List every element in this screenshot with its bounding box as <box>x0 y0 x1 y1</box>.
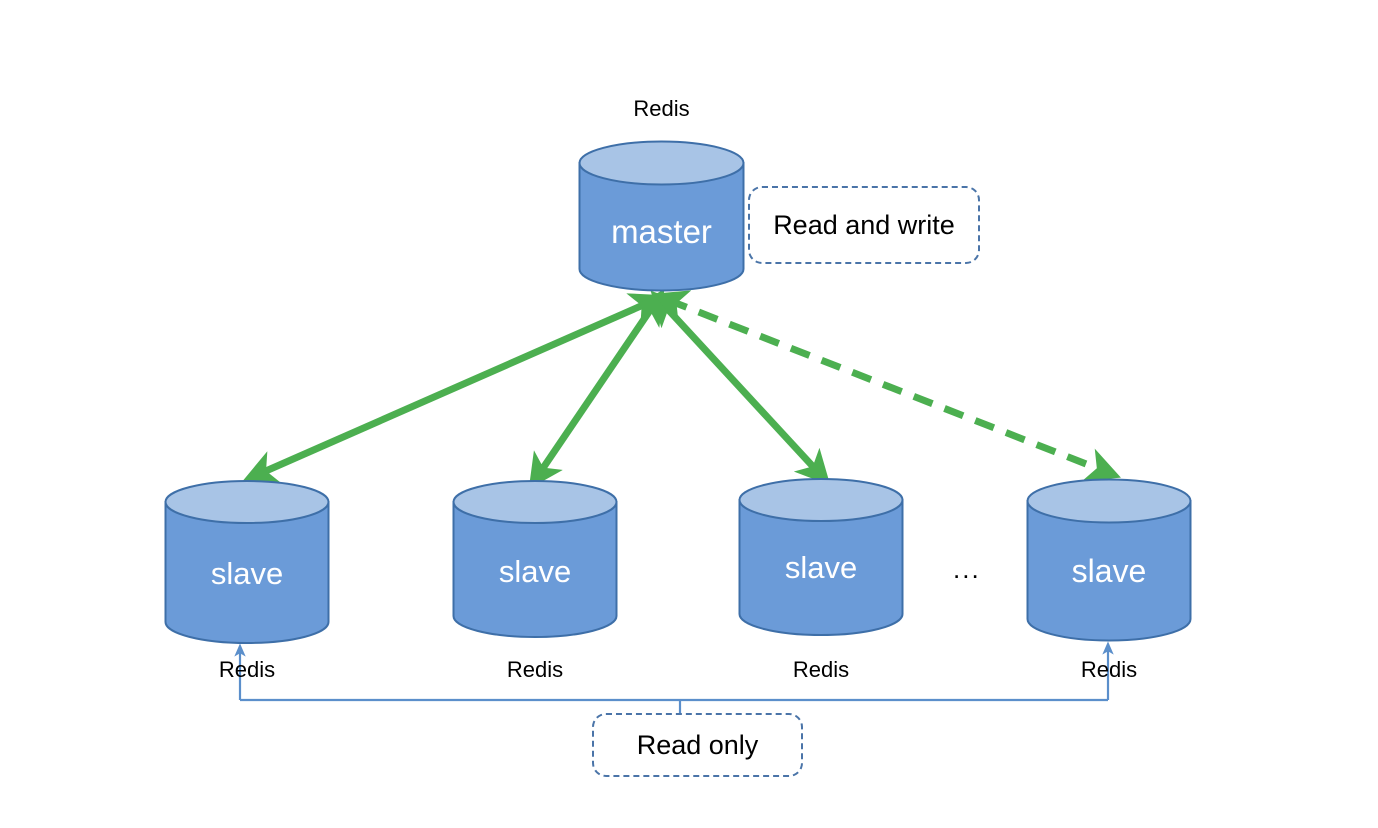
slave-caption-4: Redis <box>1080 657 1138 682</box>
database-cylinder-icon <box>1026 478 1192 642</box>
more-slaves-ellipsis: ... <box>953 554 981 584</box>
replication-link-slave-4 <box>652 290 1121 482</box>
master-caption: Redis <box>633 96 690 121</box>
database-cylinder-icon <box>164 480 330 644</box>
slave-node-3-label: slave <box>784 550 858 585</box>
master-access-callout: Read and write <box>748 186 980 264</box>
slave-node-2-label: slave <box>498 554 572 589</box>
master-node-label: master <box>611 213 712 250</box>
slave-node-3[interactable]: slave <box>738 478 904 637</box>
slave-caption-3: Redis <box>792 657 850 682</box>
slave-access-callout: Read only <box>592 713 803 777</box>
slave-caption-2: Redis <box>506 657 564 682</box>
database-cylinder-icon <box>452 480 618 638</box>
database-cylinder-icon <box>578 140 745 292</box>
replication-link-slave-3 <box>650 290 831 486</box>
master-node[interactable]: master <box>578 140 745 292</box>
replication-link-slave-2 <box>528 289 665 490</box>
slave-node-1-label: slave <box>210 556 284 591</box>
replication-link-slave-1 <box>242 293 666 484</box>
slave-node-2[interactable]: slave <box>452 480 618 639</box>
master-access-callout-label: Read and write <box>773 209 955 240</box>
slave-caption-1: Redis <box>218 657 276 682</box>
slave-node-1[interactable]: slave <box>164 480 330 645</box>
slave-node-4-label: slave <box>1071 553 1147 589</box>
slave-node-4[interactable]: slave <box>1026 478 1192 643</box>
slave-access-callout-label: Read only <box>636 729 759 760</box>
database-cylinder-icon <box>738 478 904 636</box>
